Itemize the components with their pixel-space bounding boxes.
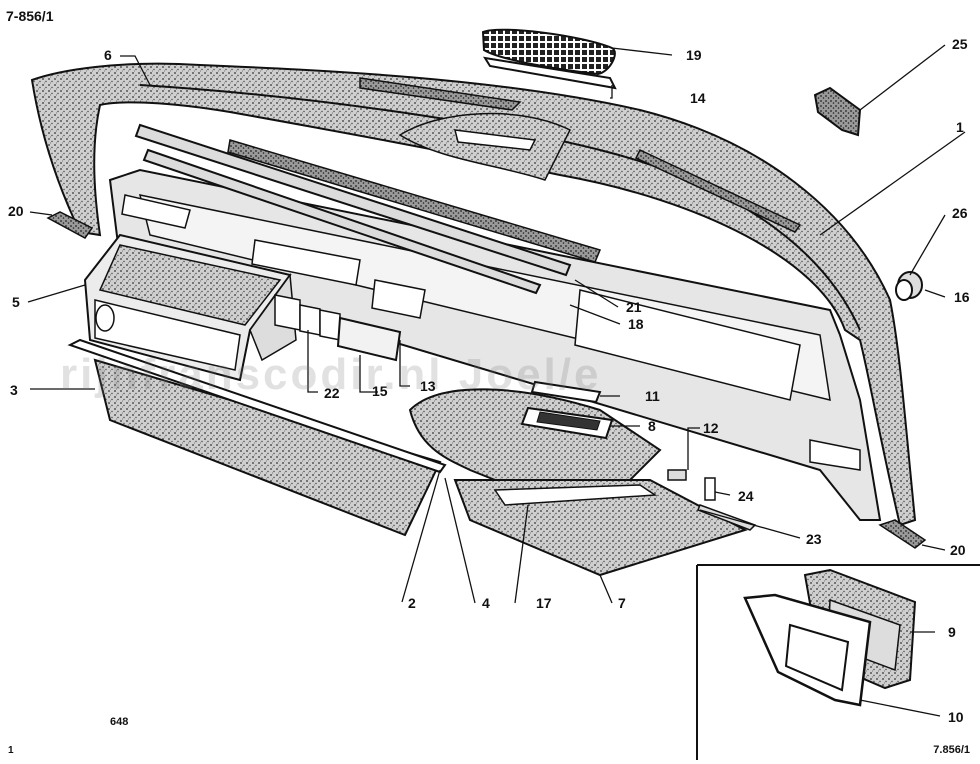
- center-console-duct: [408, 388, 748, 577]
- callout-11: 11: [645, 388, 660, 404]
- detail-inset: [696, 564, 980, 760]
- callout-21: 21: [626, 299, 642, 315]
- callout-2: 2: [408, 595, 416, 611]
- footer-left-mark: 1: [8, 745, 14, 756]
- callout-15: 15: [372, 383, 388, 399]
- callout-22: 22: [324, 385, 340, 401]
- diagram-code-footer: 7.856/1: [933, 744, 970, 756]
- callout-9: 9: [948, 624, 956, 640]
- callout-17: 17: [536, 595, 552, 611]
- lower-trim-panel: [67, 338, 447, 537]
- callout-24: 24: [738, 488, 754, 504]
- callout-20-right: 20: [950, 542, 966, 558]
- footer-page-mark: 648: [110, 716, 129, 728]
- callout-19: 19: [686, 47, 702, 63]
- callout-13: 13: [420, 378, 436, 394]
- callout-1: 1: [956, 119, 964, 135]
- callout-4: 4: [482, 595, 490, 611]
- callout-14: 14: [690, 90, 706, 106]
- center-vents: [520, 380, 614, 440]
- leader-lines: [27, 44, 966, 717]
- callout-16: 16: [954, 289, 970, 305]
- callout-3: 3: [10, 382, 18, 398]
- callout-10: 10: [948, 709, 964, 725]
- callout-5: 5: [12, 294, 20, 310]
- callout-8: 8: [648, 418, 656, 434]
- glove-box: [83, 233, 297, 382]
- switch-panel: [274, 294, 402, 362]
- watermark: rijnfranscodir.nl Joel/e: [60, 350, 602, 399]
- callout-20-left: 20: [8, 203, 24, 219]
- dashboard-top-pad: [30, 62, 917, 527]
- small-parts: [46, 28, 927, 549]
- callout-6: 6: [104, 47, 112, 63]
- callout-18: 18: [628, 316, 644, 332]
- dashboard-frame: [108, 123, 882, 521]
- callout-26: 26: [952, 205, 968, 221]
- callout-7: 7: [618, 595, 626, 611]
- callout-12: 12: [703, 420, 719, 436]
- diagram-code-header: 7-856/1: [6, 8, 54, 24]
- callout-25: 25: [952, 36, 968, 52]
- callout-23: 23: [806, 531, 822, 547]
